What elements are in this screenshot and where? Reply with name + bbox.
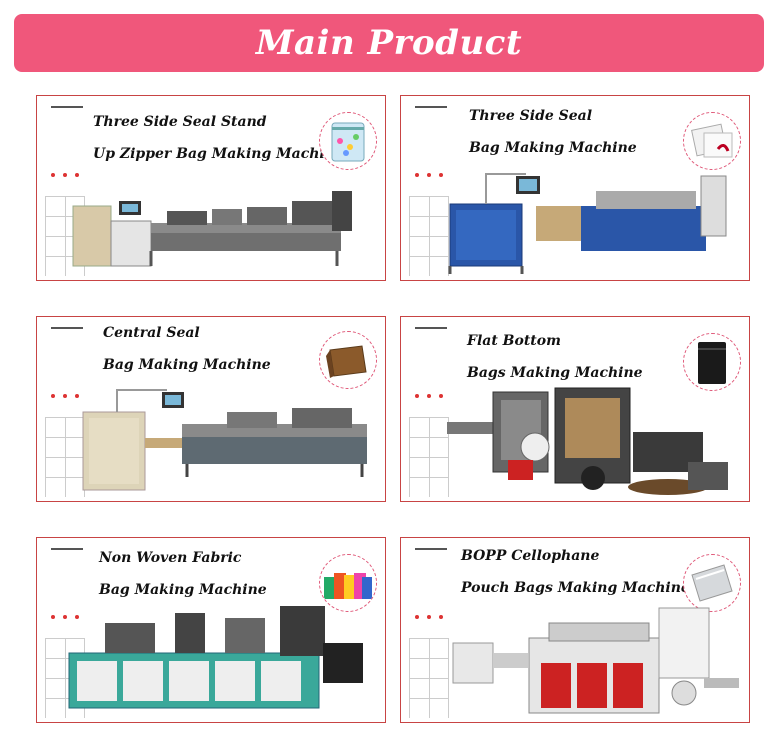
decorative-dots: [415, 162, 451, 181]
decorative-grid: [409, 638, 449, 718]
flat-pouch-icon: [683, 112, 741, 170]
decorative-grid: [409, 417, 449, 497]
divider: [415, 548, 447, 550]
banner-title: Main Product: [255, 23, 523, 63]
clear-bag-icon: [683, 554, 741, 612]
product-card-non-woven-fabric[interactable]: Non Woven Fabric Bag Making Machine: [36, 537, 386, 723]
machine-image: [448, 173, 727, 274]
product-card-three-side-seal-stand-up[interactable]: Three Side Seal Stand Up Zipper Bag Maki…: [36, 95, 386, 281]
product-card-three-side-seal[interactable]: Three Side Seal Bag Making Machine: [400, 95, 750, 281]
product-title-line2: Up Zipper Bag Making Machine: [93, 146, 344, 162]
black-pouch-icon: [683, 333, 741, 391]
decorative-dots: [415, 383, 451, 402]
divider: [415, 327, 447, 329]
product-title-line2: Pouch Bags Making Machine: [461, 580, 690, 596]
divider: [415, 106, 447, 108]
product-card-central-seal[interactable]: Central Seal Bag Making Machine: [36, 316, 386, 502]
machine-image: [72, 191, 352, 267]
product-title-line2: Bags Making Machine: [467, 365, 643, 381]
machine-image: [82, 389, 367, 491]
product-card-flat-bottom[interactable]: Flat Bottom Bags Making Machine: [400, 316, 750, 502]
product-title-line2: Bag Making Machine: [469, 140, 637, 156]
product-title-line2: Bag Making Machine: [103, 357, 271, 373]
tote-bags-icon: [319, 554, 377, 612]
divider: [51, 327, 83, 329]
machine-image: [68, 606, 363, 709]
divider: [51, 548, 83, 550]
product-title-line2: Bag Making Machine: [99, 582, 267, 598]
zipper-bag-icon: [319, 112, 377, 170]
product-title-line1: Central Seal: [103, 325, 200, 341]
main-product-banner: Main Product: [14, 14, 764, 72]
decorative-dots: [51, 604, 87, 623]
decorative-grid: [409, 196, 449, 276]
decorative-dots: [51, 383, 87, 402]
product-title-line1: Three Side Seal: [469, 108, 593, 124]
product-title-line1: Three Side Seal Stand: [93, 114, 267, 130]
divider: [51, 106, 83, 108]
paper-bag-icon: [319, 331, 377, 389]
machine-image: [447, 387, 728, 495]
product-card-bopp-cellophane[interactable]: BOPP Cellophane Pouch Bags Making Machin…: [400, 537, 750, 723]
product-title-line1: BOPP Cellophane: [461, 548, 600, 564]
product-title-line1: Flat Bottom: [467, 333, 561, 349]
product-title-line1: Non Woven Fabric: [99, 550, 242, 566]
machine-image: [452, 607, 739, 714]
decorative-dots: [51, 162, 87, 181]
decorative-dots: [415, 604, 451, 623]
